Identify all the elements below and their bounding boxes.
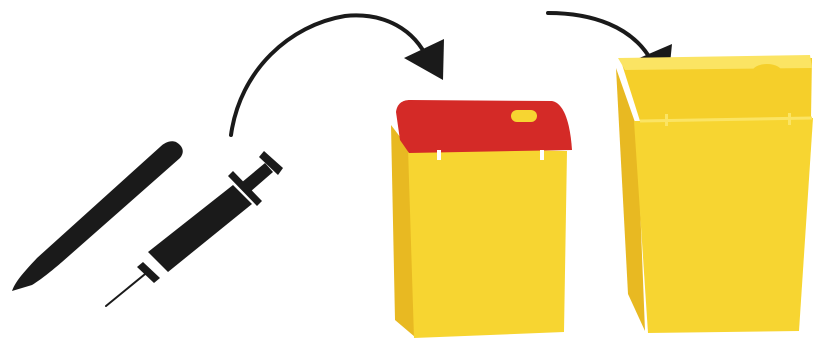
curved-arrow-icon: [548, 13, 648, 55]
scalpel-icon: [12, 141, 183, 291]
sharps-container-open-icon: [616, 55, 813, 333]
sharps-container-closed-icon: [391, 100, 572, 338]
lid-port-icon: [511, 110, 537, 122]
rim-notch-icon: [752, 64, 782, 80]
arrowhead-icon: [404, 39, 444, 80]
